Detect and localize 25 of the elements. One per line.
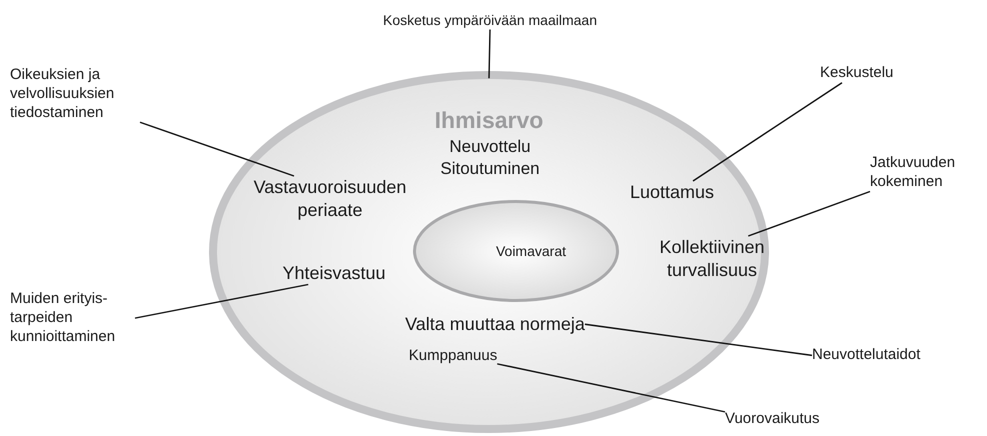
ellipse-label: Voimavarat [496, 242, 566, 260]
callout-label: Oikeuksien ja velvollisuuksien tiedostaminen [10, 66, 140, 122]
callout-label: Muiden erityis- tarpeiden kunnioittaminen [10, 290, 135, 346]
concept-label: Kumppanuus [408, 347, 498, 366]
concept-label: Vastavuoroisuuden periaate [240, 176, 420, 221]
callout-label: Keskustelu [820, 64, 894, 83]
callout-label: Neuvottelutaidot [812, 346, 920, 365]
concept-label: Yhteisvastuu [282, 262, 386, 284]
leader-line [140, 122, 294, 177]
concept-label: Kollektiivinen turvallisuus [640, 236, 784, 281]
concept-label: Sitoutuminen [440, 158, 540, 180]
leader-line [692, 82, 842, 182]
concept-label: Luottamus [630, 181, 714, 204]
leader-line [497, 363, 726, 413]
callout-label: Jatkuvuuden kokeminen [870, 154, 970, 192]
leader-line [488, 29, 491, 78]
callout-label: Vuorovaikutus [725, 410, 820, 429]
leader-line [748, 190, 870, 237]
leader-line [134, 284, 308, 319]
concept-label: Neuvottelu [449, 136, 531, 158]
ellipse [413, 200, 619, 302]
callout-label: Kosketus ympäröivään maailmaan [383, 12, 597, 30]
core-heading: Ihmisarvo [434, 107, 544, 133]
concept-label: Valta muuttaa normeja [405, 313, 585, 336]
leader-line [584, 324, 812, 356]
